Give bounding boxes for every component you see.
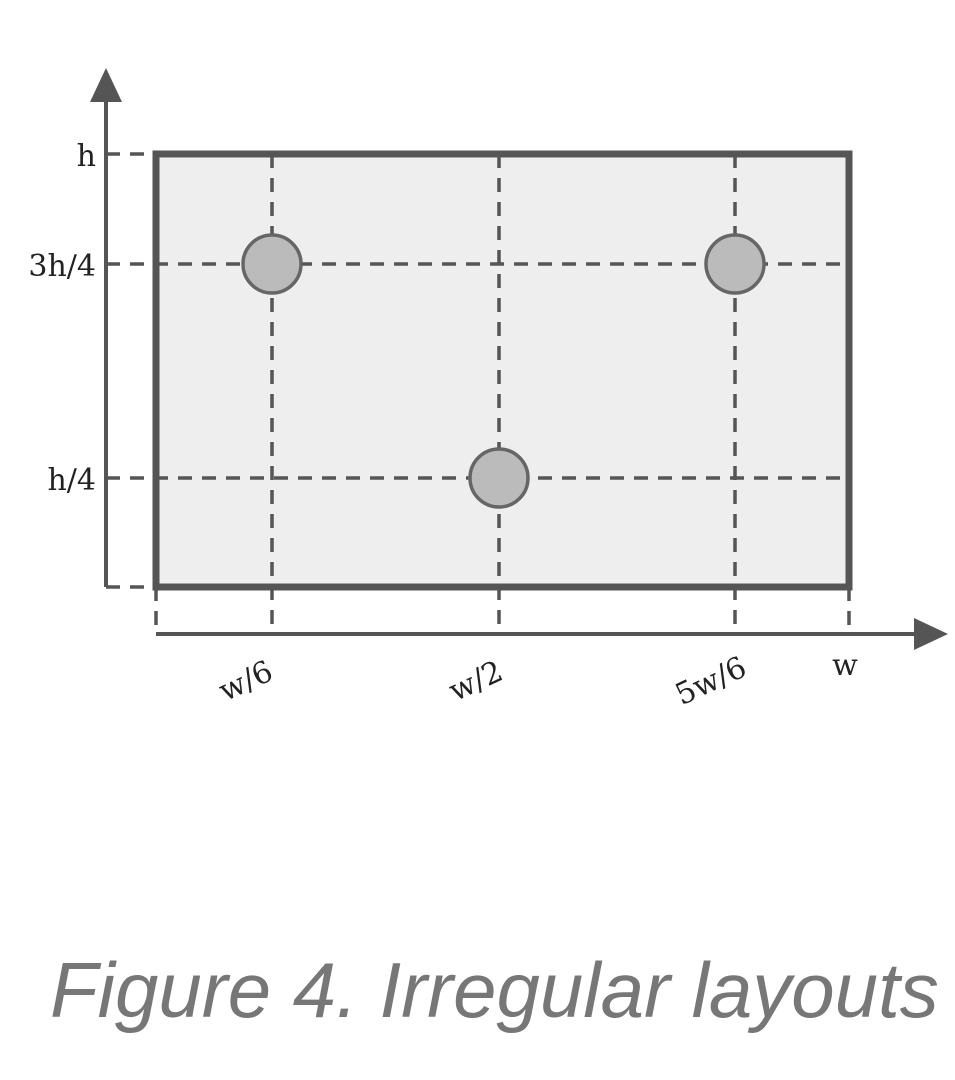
x-axis-arrow-icon (914, 618, 948, 650)
y-axis-arrow-icon (90, 68, 122, 102)
point-w6-3h4 (241, 233, 303, 295)
layout-rectangle (152, 150, 853, 591)
figure-caption: Figure 4. Irregular layouts (50, 946, 939, 1034)
point-5w6-3h4 (704, 233, 766, 295)
y-label-h4: h/4 (47, 463, 96, 498)
x-label-w2: w/2 (444, 654, 509, 709)
x-label-5w6: 5w/6 (670, 650, 752, 713)
point-w2-h4 (468, 447, 530, 509)
y-label-h: h (77, 139, 96, 174)
x-label-w6: w/6 (214, 654, 279, 709)
y-label-3h4: 3h/4 (28, 249, 96, 284)
x-label-w: w (832, 648, 858, 683)
